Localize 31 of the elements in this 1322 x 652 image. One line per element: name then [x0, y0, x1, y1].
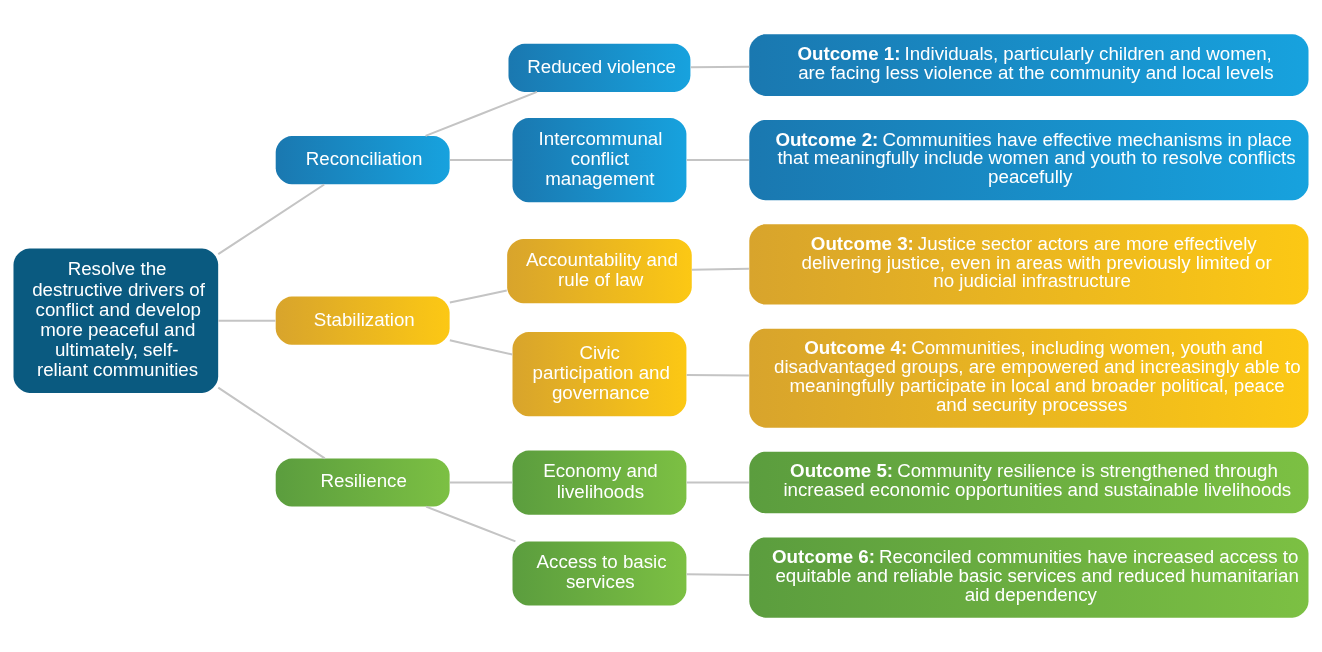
connector — [686, 481, 749, 484]
node-box: Economy and livelihoods — [512, 450, 687, 515]
connector — [218, 319, 276, 322]
node-box: Civic participation and governance — [512, 332, 687, 417]
node-box: Resilience — [275, 458, 450, 507]
node-box: Resolve the destructive drivers of conflict and develop more peaceful and ultimately, self-reliant communities — [13, 248, 219, 393]
node-box: Outcome 3: Justice sector actors are more effectively delivering justice, even in areas with previously limited or no judicial infrastructure — [749, 224, 1309, 305]
connector — [686, 573, 749, 576]
node-box: Outcome 2: Communities have effective mechanisms in place that meaningfully include women and youth to resolve conflicts peacefully — [749, 119, 1309, 201]
node-box: Reduced violence — [508, 43, 691, 92]
node-box: Outcome 1: Individuals, particularly children and women, are facing less violence at the community and local levels — [749, 34, 1309, 96]
connector — [217, 183, 325, 256]
node-box: Reconciliation — [275, 136, 450, 185]
node-box: Outcome 4: Communities, including women, youth and disadvantaged groups, are empowered and increasingly able to meaningfully participate in local and broader political, peace and security processes — [749, 328, 1309, 428]
connector — [449, 289, 507, 304]
connector — [425, 90, 538, 137]
node-box: Access to basic services — [512, 541, 687, 606]
node-box: Outcome 5: Community resilience is strengthened through increased economic opportunities and sustainable livelihoods — [749, 451, 1309, 514]
connector — [449, 339, 513, 356]
node-box: Stabilization — [275, 296, 450, 345]
connector — [217, 386, 326, 460]
node-box: Intercommunal conflict management — [512, 117, 687, 203]
node-box: Accountability and rule of law — [507, 239, 692, 304]
connector — [425, 505, 516, 543]
connector — [691, 267, 749, 271]
connector — [686, 373, 749, 377]
connector — [449, 481, 513, 484]
connector — [690, 65, 750, 69]
node-box: Outcome 6: Reconciled communities have increased access to equitable and reliable basic services and reduced humanitarian aid dependency — [749, 537, 1309, 618]
connector — [686, 159, 749, 162]
connector — [449, 159, 513, 162]
